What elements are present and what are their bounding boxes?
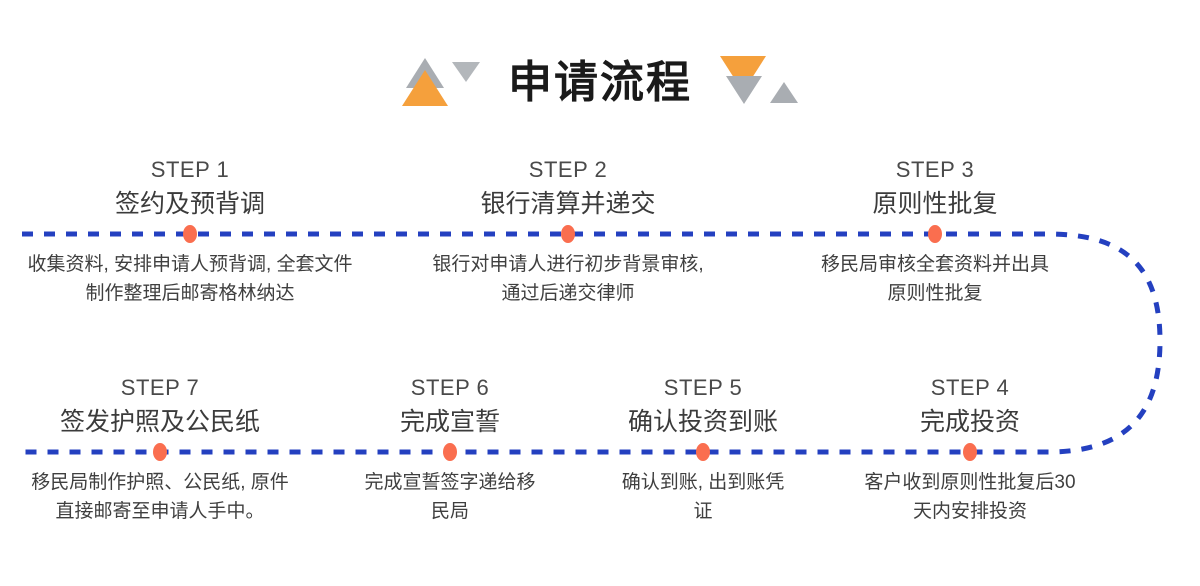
step-description: 客户收到原则性批复后30天内安排投资 xyxy=(864,472,1076,523)
step-heading-5: STEP 5 确认投资到账 xyxy=(493,374,913,438)
step-description-wrap-2: 银行对申请人进行初步背景审核, 通过后递交律师 xyxy=(358,250,778,309)
step-label: STEP 1 xyxy=(150,157,230,182)
step-heading-4: STEP 4 完成投资 xyxy=(760,374,1180,438)
triangle-up-gray-icon xyxy=(770,82,798,103)
step-label: STEP 5 xyxy=(663,375,743,400)
step-title: 完成投资 xyxy=(919,407,1020,436)
node-dot-icon xyxy=(696,443,710,461)
node-dot-icon xyxy=(153,443,167,461)
step-description-wrap-7: 移民局制作护照、公民纸, 原件直接邮寄至申请人手中。 xyxy=(0,468,370,527)
step-description-wrap-3: 移民局审核全套资料并出具原则性批复 xyxy=(725,250,1145,309)
step-title: 签发护照及公民纸 xyxy=(59,407,260,436)
header: 申请流程 xyxy=(0,48,1200,118)
step-title: 原则性批复 xyxy=(872,189,998,218)
page-title: 申请流程 xyxy=(508,58,692,107)
node-dot-icon xyxy=(928,225,942,243)
step-heading-7: STEP 7 签发护照及公民纸 xyxy=(0,374,370,438)
step-label: STEP 4 xyxy=(930,375,1010,400)
step-heading-6: STEP 6 完成宣誓 xyxy=(240,374,660,438)
step-description: 收集资料, 安排申请人预背调, 全套文件制作整理后邮寄格林纳达 xyxy=(27,254,353,305)
node-dot-icon xyxy=(963,443,977,461)
step-description: 确认到账, 出到账凭证 xyxy=(621,472,785,523)
node-dot-icon xyxy=(443,443,457,461)
step-description-wrap-6: 完成宣誓签字递给移民局 xyxy=(240,468,660,527)
decoration-left xyxy=(398,52,484,114)
step-description-wrap-1: 收集资料, 安排申请人预背调, 全套文件制作整理后邮寄格林纳达 xyxy=(0,250,400,309)
step-label: STEP 3 xyxy=(895,157,975,182)
step-heading-3: STEP 3 原则性批复 xyxy=(725,156,1145,220)
step-label: STEP 6 xyxy=(410,375,490,400)
step-description: 完成宣誓签字递给移民局 xyxy=(364,472,536,523)
step-description-wrap-5: 确认到账, 出到账凭证 xyxy=(493,468,913,527)
step-label: STEP 7 xyxy=(120,375,200,400)
step-description-wrap-4: 客户收到原则性批复后30天内安排投资 xyxy=(760,468,1180,527)
node-dot-icon xyxy=(561,225,575,243)
step-title: 签约及预背调 xyxy=(114,189,265,218)
step-description: 银行对申请人进行初步背景审核, 通过后递交律师 xyxy=(432,254,704,305)
decoration-right xyxy=(716,52,802,114)
step-heading-2: STEP 2 银行清算并递交 xyxy=(358,156,778,220)
step-title: 确认投资到账 xyxy=(627,407,778,436)
step-title: 银行清算并递交 xyxy=(480,189,656,218)
triangle-down-gray-icon xyxy=(452,62,480,82)
step-description: 移民局审核全套资料并出具原则性批复 xyxy=(820,254,1049,305)
step-description: 移民局制作护照、公民纸, 原件直接邮寄至申请人手中。 xyxy=(31,472,289,523)
step-title: 完成宣誓 xyxy=(399,407,500,436)
step-heading-1: STEP 1 签约及预背调 xyxy=(0,156,400,220)
triangle-up-orange-icon xyxy=(402,70,448,106)
node-dot-icon xyxy=(183,225,197,243)
step-label: STEP 2 xyxy=(528,157,608,182)
triangle-down-gray-icon xyxy=(726,76,762,104)
